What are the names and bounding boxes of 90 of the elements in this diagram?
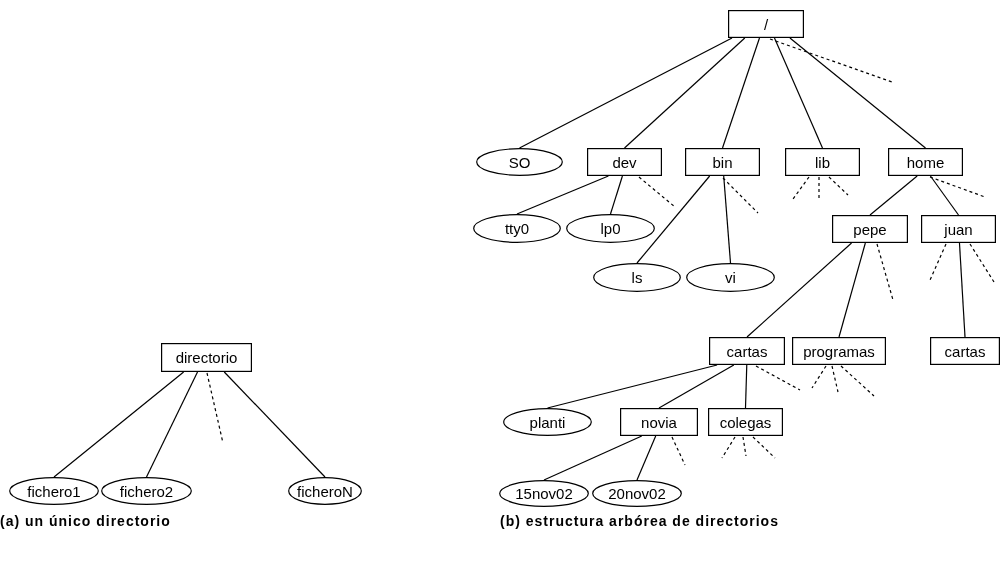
file-ellipse	[473, 214, 561, 243]
file-ellipse	[101, 477, 192, 505]
dashed-stub-line	[742, 436, 747, 457]
file-name: 15nov02	[515, 485, 573, 502]
dashed-stub-line	[840, 365, 875, 397]
directory-box	[685, 148, 760, 176]
dashed-stub-line	[638, 176, 676, 208]
dashed-stub-line	[792, 176, 810, 200]
dashed-stub-line	[755, 365, 801, 391]
dashed-stub-line	[831, 365, 839, 393]
file-name: planti	[529, 413, 566, 431]
directory-name: /	[763, 15, 769, 33]
dashed-stub-line	[722, 177, 759, 214]
directory-name: pepe	[853, 220, 887, 238]
file-name: fichero1	[27, 482, 81, 500]
file-ellipse	[9, 477, 99, 505]
directory-name: lib	[815, 153, 830, 171]
dashed-stub-line	[721, 436, 736, 459]
dashed-stub-line	[811, 365, 827, 389]
directory-box	[930, 337, 1000, 365]
tree-line	[223, 371, 326, 478]
file-name: ficheroN	[297, 482, 353, 500]
dashed-stub-line	[929, 243, 947, 281]
tree-line	[929, 175, 960, 216]
directory-box	[728, 10, 804, 38]
subfigure-caption: (b) estructura arbórea de directorios	[500, 513, 779, 529]
directory-name: colegas	[719, 413, 772, 431]
directory-name: novia	[641, 413, 677, 431]
directory-box	[921, 215, 996, 243]
directory-name: programas	[803, 342, 875, 360]
file-name: 20nov02	[608, 485, 666, 502]
directory-box	[888, 148, 963, 176]
tree-line	[53, 371, 185, 478]
file-ellipse	[288, 477, 362, 505]
directory-box	[708, 408, 783, 436]
tree-line	[543, 435, 643, 481]
dashed-stub-line	[769, 38, 893, 83]
directory-box	[792, 337, 886, 365]
directory-box	[832, 215, 908, 243]
tree-line	[746, 242, 853, 338]
directory-name: home	[906, 153, 945, 171]
tree-line	[723, 175, 732, 264]
tree-line	[773, 37, 824, 149]
directory-box	[709, 337, 785, 365]
tree-line	[744, 364, 748, 409]
file-name: lp0	[600, 220, 621, 237]
file-ellipse	[593, 263, 681, 292]
directory-name: cartas	[944, 342, 986, 360]
tree-line	[623, 37, 746, 149]
dashed-stub-line	[929, 176, 986, 198]
directory-box	[587, 148, 662, 176]
tree-line	[958, 242, 966, 338]
tree-line	[145, 371, 199, 478]
directory-box	[161, 343, 252, 372]
directory-name: juan	[944, 220, 973, 238]
tree-line	[636, 435, 657, 481]
tree-line	[789, 37, 927, 149]
file-ellipse	[499, 480, 589, 507]
file-ellipse	[503, 408, 592, 436]
directory-name: directorio	[175, 349, 238, 366]
file-ellipse	[592, 480, 682, 507]
file-name: fichero2	[119, 482, 174, 500]
tree-line	[838, 242, 866, 338]
tree-line	[869, 175, 918, 216]
tree-line	[518, 37, 733, 149]
dashed-stub-line	[752, 436, 776, 459]
directory-name: bin	[712, 153, 733, 171]
dashed-stub-line	[828, 176, 849, 196]
tree-line	[721, 37, 761, 149]
dashed-stub-line	[876, 243, 894, 301]
tree-line	[516, 175, 609, 215]
subfigure-caption: (a) un único directorio	[0, 513, 171, 529]
file-name: tty0	[504, 220, 530, 237]
file-name: ls	[631, 269, 643, 286]
dashed-stub-line	[818, 176, 820, 199]
dashed-stub-line	[671, 436, 686, 466]
tree-line	[546, 364, 718, 409]
file-name: SO	[508, 153, 531, 171]
directory-name: cartas	[726, 342, 768, 360]
tree-line	[658, 364, 735, 409]
file-ellipse	[566, 214, 655, 243]
tree-line	[609, 175, 623, 215]
dashed-stub-line	[969, 243, 995, 283]
directory-name: dev	[612, 153, 637, 171]
file-name: vi	[725, 269, 736, 286]
directory-box	[785, 148, 860, 176]
file-ellipse	[476, 148, 563, 176]
file-ellipse	[686, 263, 775, 292]
directory-box	[620, 408, 698, 436]
tree-line	[636, 175, 711, 264]
